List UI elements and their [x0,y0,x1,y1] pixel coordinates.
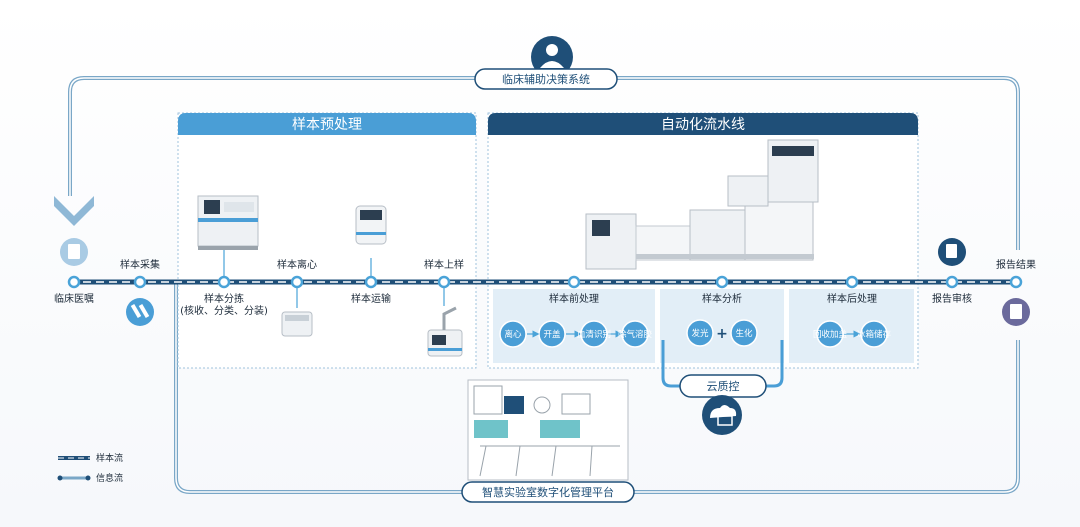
node-collect[interactable] [133,275,147,289]
sample-tube-icon [126,298,154,326]
node-post[interactable] [845,275,859,289]
loading-robot [427,306,463,357]
post-stage-title: 样本后处理 [827,292,877,305]
label-transport: 样本运输 [351,292,391,305]
clinical-decision-pill[interactable] [474,68,618,90]
node-sort[interactable] [217,275,231,289]
step-fridge-label: 冰箱储存 [857,329,892,340]
step-luminescence-label: 发光 [691,328,709,339]
legend: 样本流 信息流 [57,452,123,484]
node-order[interactable] [67,275,81,289]
automation-header [488,113,918,135]
step-biochem-label: 生化 [735,328,753,339]
lab-scene-illustration [467,379,629,481]
plus-sign: + [716,326,728,342]
cloud-qc-label: 云质控 [707,379,740,393]
label-order: 临床医嘱 [54,292,94,305]
platform-label: 智慧实验室数字化管理平台 [482,485,614,499]
legend-info-flow: 信息流 [96,472,123,484]
post-stage-panel [789,289,914,363]
automation-title: 自动化流水线 [661,117,745,133]
label-report-result: 报告结果 [996,258,1036,271]
label-sort-detail: (核收、分类、分装) [180,304,268,317]
label-report-review: 报告审核 [932,292,972,305]
node-result[interactable] [1009,275,1023,289]
step-fridge [860,320,888,348]
step-recap-label: 回收加盖 [813,329,848,340]
step-recap [816,320,844,348]
node-analysis[interactable] [715,275,729,289]
label-collect: 样本采集 [120,258,160,271]
step-decap-label: 开盖 [543,329,561,340]
clinical-decision-label: 临床辅助决策系统 [502,72,590,86]
down-chevron-icon [54,196,94,226]
step-biochem [730,319,758,347]
automation-line-equipment [585,139,819,270]
node-centrifuge[interactable] [290,275,304,289]
preprocess-title: 样本预处理 [292,117,362,133]
label-sort: 样本分拣 [204,292,244,305]
step-centrifuge-label: 离心 [504,329,522,340]
analysis-stage-title: 样本分析 [702,292,742,305]
step-centrifuge [499,320,527,348]
node-pre[interactable] [567,275,581,289]
node-review[interactable] [945,275,959,289]
analysis-stage-panel [660,289,784,363]
label-centrifuge: 样本离心 [277,258,317,271]
legend-sample-flow: 样本流 [96,452,123,464]
step-luminescence [686,319,714,347]
sorter-machine [197,195,259,250]
step-serum-id-label: 血清识别 [577,329,611,340]
preprocess-header [178,113,476,135]
node-loading[interactable] [437,275,451,289]
step-aerosol-label: 除气溶胶 [618,329,653,340]
centrifuge-machine [281,311,313,337]
label-loading: 样本上样 [424,258,464,271]
platform-pill[interactable] [461,481,635,503]
transport-robot [355,205,387,245]
node-transport[interactable] [364,275,378,289]
pre-stage-title: 样本前处理 [549,292,599,305]
